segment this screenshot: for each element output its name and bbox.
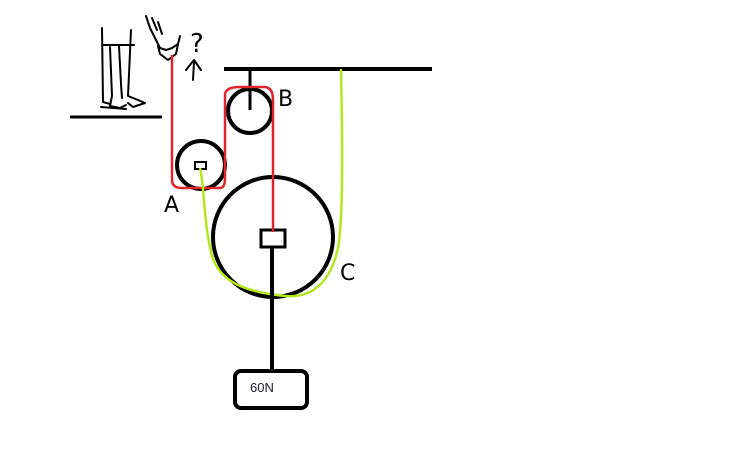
pulley-c-label: C bbox=[340, 261, 355, 286]
person-figure bbox=[100, 27, 146, 110]
load-label: 60N bbox=[250, 380, 274, 395]
person-left-leg-outer bbox=[101, 27, 111, 105]
pulley-a-label: A bbox=[164, 193, 179, 218]
pulley-c-hub bbox=[259, 228, 287, 249]
red-rope bbox=[170, 55, 275, 232]
load-box bbox=[233, 369, 309, 410]
pulley-b-label: B bbox=[278, 87, 293, 112]
hand-icon bbox=[145, 15, 181, 61]
question-mark: ? bbox=[190, 29, 204, 59]
person-right-leg-inner bbox=[118, 45, 123, 99]
pull-arrow-icon bbox=[185, 59, 202, 81]
person-left-leg-inner bbox=[109, 46, 127, 109]
person-foot-line bbox=[100, 106, 127, 110]
green-rope bbox=[198, 68, 344, 298]
person-right-leg-outer bbox=[127, 29, 146, 108]
